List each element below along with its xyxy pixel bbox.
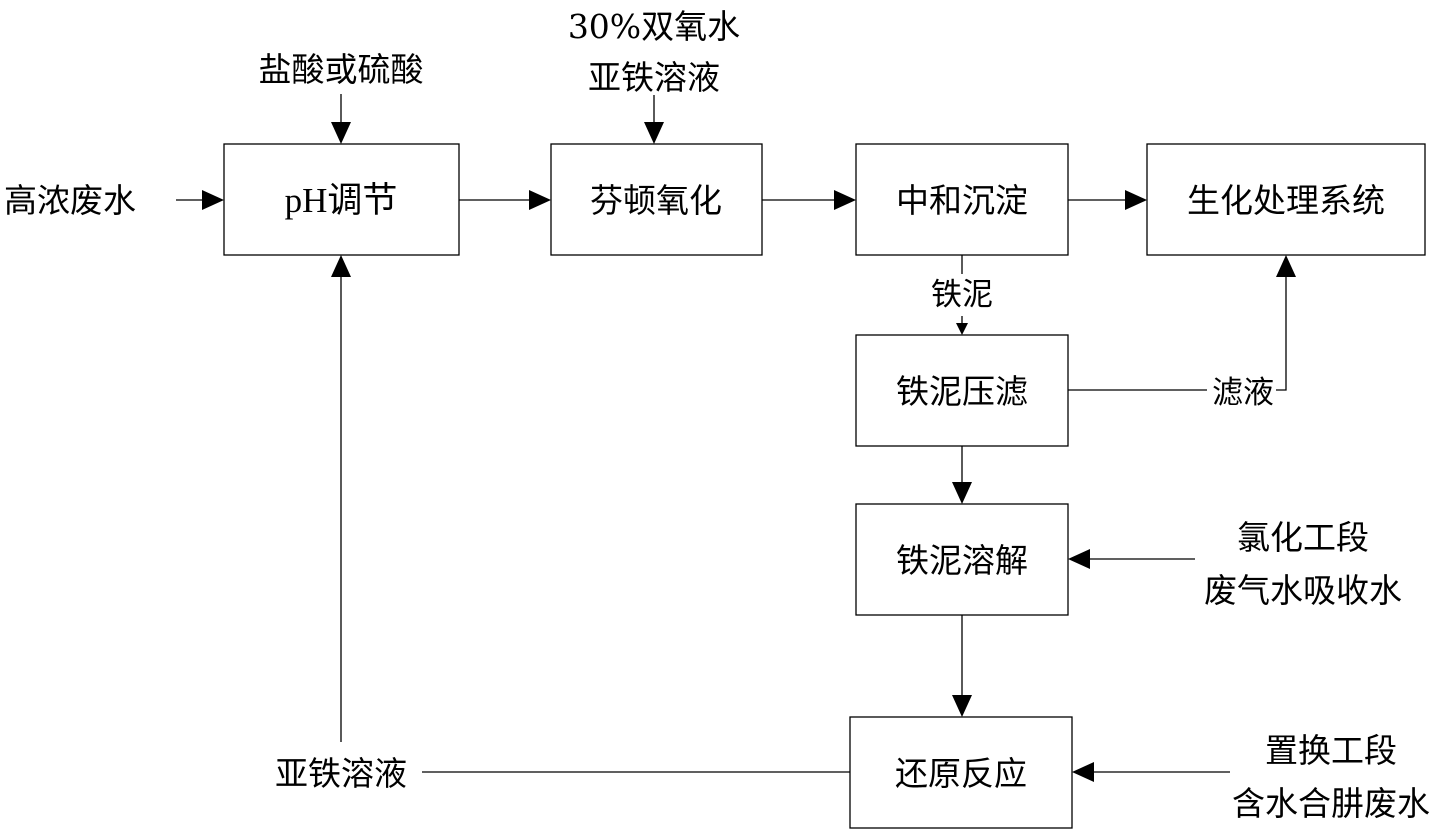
arrow-peroxide-to-fenton <box>644 95 664 144</box>
neutralize-settle-box <box>855 143 1069 256</box>
arrow-recycle-to-ph <box>331 255 850 773</box>
replacement-label-line1: 置换工段 <box>1265 731 1397 770</box>
high-conc-wastewater-label: 高浓废水 <box>4 181 136 220</box>
arrow-replacement-to-reduction <box>1072 762 1230 782</box>
chlorination-label-line2: 废气水吸收水 <box>1204 571 1402 610</box>
ph-adjust-box <box>223 143 460 256</box>
sludge-filter-box <box>855 334 1069 447</box>
arrow-neutralize-to-biochem <box>1068 190 1147 210</box>
arrow-chlorination-to-dissolve <box>1068 549 1195 569</box>
ferrous-solution-flow-label: 亚铁溶液 <box>275 754 407 793</box>
chlorination-label-line1: 氯化工段 <box>1237 518 1369 557</box>
iron-sludge-flow-label: 铁泥 <box>931 277 993 313</box>
ph-adjust-label: pH调节 <box>285 181 398 220</box>
reduction-reaction-box <box>849 716 1073 829</box>
arrow-filtrate-to-biochem <box>1068 255 1296 391</box>
neutralize-settle-label: 中和沉淀 <box>896 181 1028 220</box>
fenton-oxidation-box <box>550 143 763 256</box>
arrow-ph-to-fenton <box>459 190 551 210</box>
acid-label: 盐酸或硫酸 <box>259 50 424 89</box>
arrow-wastewater-to-ph <box>176 190 224 210</box>
arrow-acid-to-ph <box>331 94 351 144</box>
peroxide-label-line2: 亚铁溶液 <box>588 58 720 97</box>
biochem-system-box <box>1146 143 1426 256</box>
sludge-dissolve-box <box>855 503 1069 616</box>
arrow-dissolve-to-reduction <box>952 615 972 717</box>
arrow-filter-to-dissolve <box>952 446 972 504</box>
arrow-fenton-to-neutralize <box>762 190 856 210</box>
filtrate-flow-label: 滤液 <box>1212 375 1274 411</box>
peroxide-label-line1: 30%双氧水 <box>568 7 740 46</box>
fenton-oxidation-label: 芬顿氧化 <box>590 181 722 220</box>
sludge-filter-label: 铁泥压滤 <box>896 372 1028 411</box>
replacement-label-line2: 含水合肼废水 <box>1232 784 1430 823</box>
sludge-dissolve-label: 铁泥溶解 <box>896 541 1028 580</box>
reduction-reaction-label: 还原反应 <box>895 754 1027 793</box>
arrow-neutralize-to-filter <box>956 255 968 335</box>
biochem-system-label: 生化处理系统 <box>1187 181 1385 220</box>
